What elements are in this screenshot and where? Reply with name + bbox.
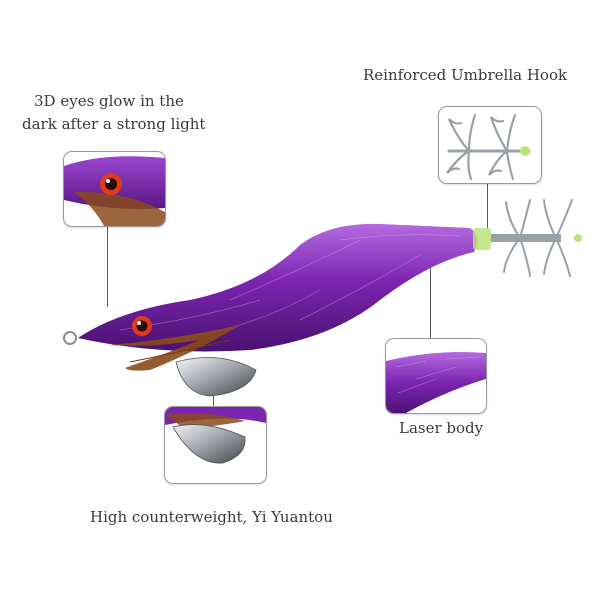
eyes-label-line2: dark after a strong light (22, 115, 206, 133)
tail-connector (473, 228, 491, 250)
laser-body-label: Laser body (399, 419, 484, 437)
counterweight-label: High counterweight, Yi Yuantou (90, 508, 333, 526)
laser-connector-line (430, 252, 431, 340)
lure-body (78, 223, 478, 352)
counterweight-connector-line (213, 378, 214, 408)
hook-label: Reinforced Umbrella Hook (363, 66, 568, 84)
eyes-connector-line (107, 227, 108, 307)
eye-closeup (64, 156, 165, 226)
main-umbrella-hooks (503, 199, 573, 277)
feather (110, 325, 240, 371)
lure-sinker (175, 357, 257, 397)
eye-closeup-box (63, 151, 166, 227)
sinker-closeup (165, 407, 266, 464)
hook-connector-line (487, 182, 488, 228)
eyes-label-line1: 3D eyes glow in the (34, 92, 184, 110)
hook-closeup-box (438, 106, 542, 184)
counterweight-closeup-box (164, 406, 267, 484)
hook-shank (491, 234, 561, 242)
line-ring (63, 331, 77, 345)
laser-body-closeup (386, 352, 486, 413)
lure-eye (132, 316, 152, 336)
laser-body-closeup-box (385, 338, 487, 414)
umbrella-hook-icon (446, 113, 531, 181)
